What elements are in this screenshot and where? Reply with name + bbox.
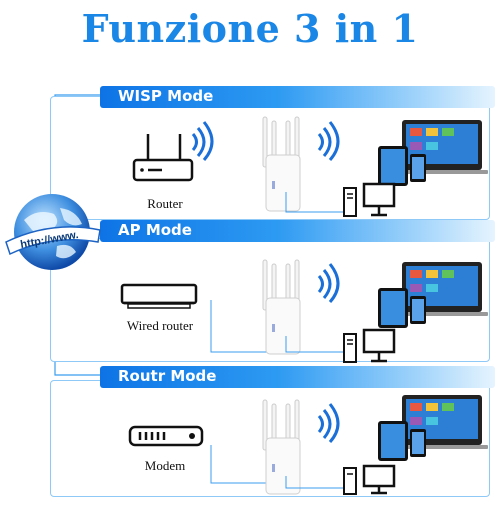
ap-mode-banner: AP Mode xyxy=(100,220,495,242)
computer-icon xyxy=(343,328,396,363)
cable-line xyxy=(285,336,344,353)
wisp-mode-title: WISP Mode xyxy=(118,87,214,105)
modem-label: Modem xyxy=(144,458,186,473)
router-icon xyxy=(132,134,194,182)
repeater-icon xyxy=(262,116,301,212)
devices-cluster xyxy=(378,120,488,186)
cable-line xyxy=(285,192,344,213)
routr-mode-title: Routr Mode xyxy=(118,367,217,385)
globe-icon xyxy=(5,194,101,270)
devices-cluster xyxy=(378,262,488,328)
devices-cluster xyxy=(378,395,488,461)
routr-mode-banner: Routr Mode xyxy=(100,366,495,388)
cable-line xyxy=(210,445,269,484)
wifi-signal-icon xyxy=(191,121,214,161)
wifi-signal-icon xyxy=(317,263,340,303)
router-label: Router xyxy=(147,196,183,211)
computer-icon xyxy=(343,464,396,495)
wired-router-label: Wired router xyxy=(126,318,194,333)
repeater-icon xyxy=(262,259,301,355)
cable-line xyxy=(210,300,269,353)
page-title: Funzione 3 in 1 xyxy=(81,6,419,51)
wired-router-icon xyxy=(120,283,198,309)
repeater-icon xyxy=(262,399,301,495)
wifi-signal-icon xyxy=(317,121,340,161)
modem-icon xyxy=(128,425,204,447)
computer-icon xyxy=(343,182,396,217)
ap-mode-title: AP Mode xyxy=(118,221,192,239)
cable-line xyxy=(285,476,344,489)
wifi-signal-icon xyxy=(317,403,340,443)
wisp-mode-banner: WISP Mode xyxy=(100,86,495,108)
